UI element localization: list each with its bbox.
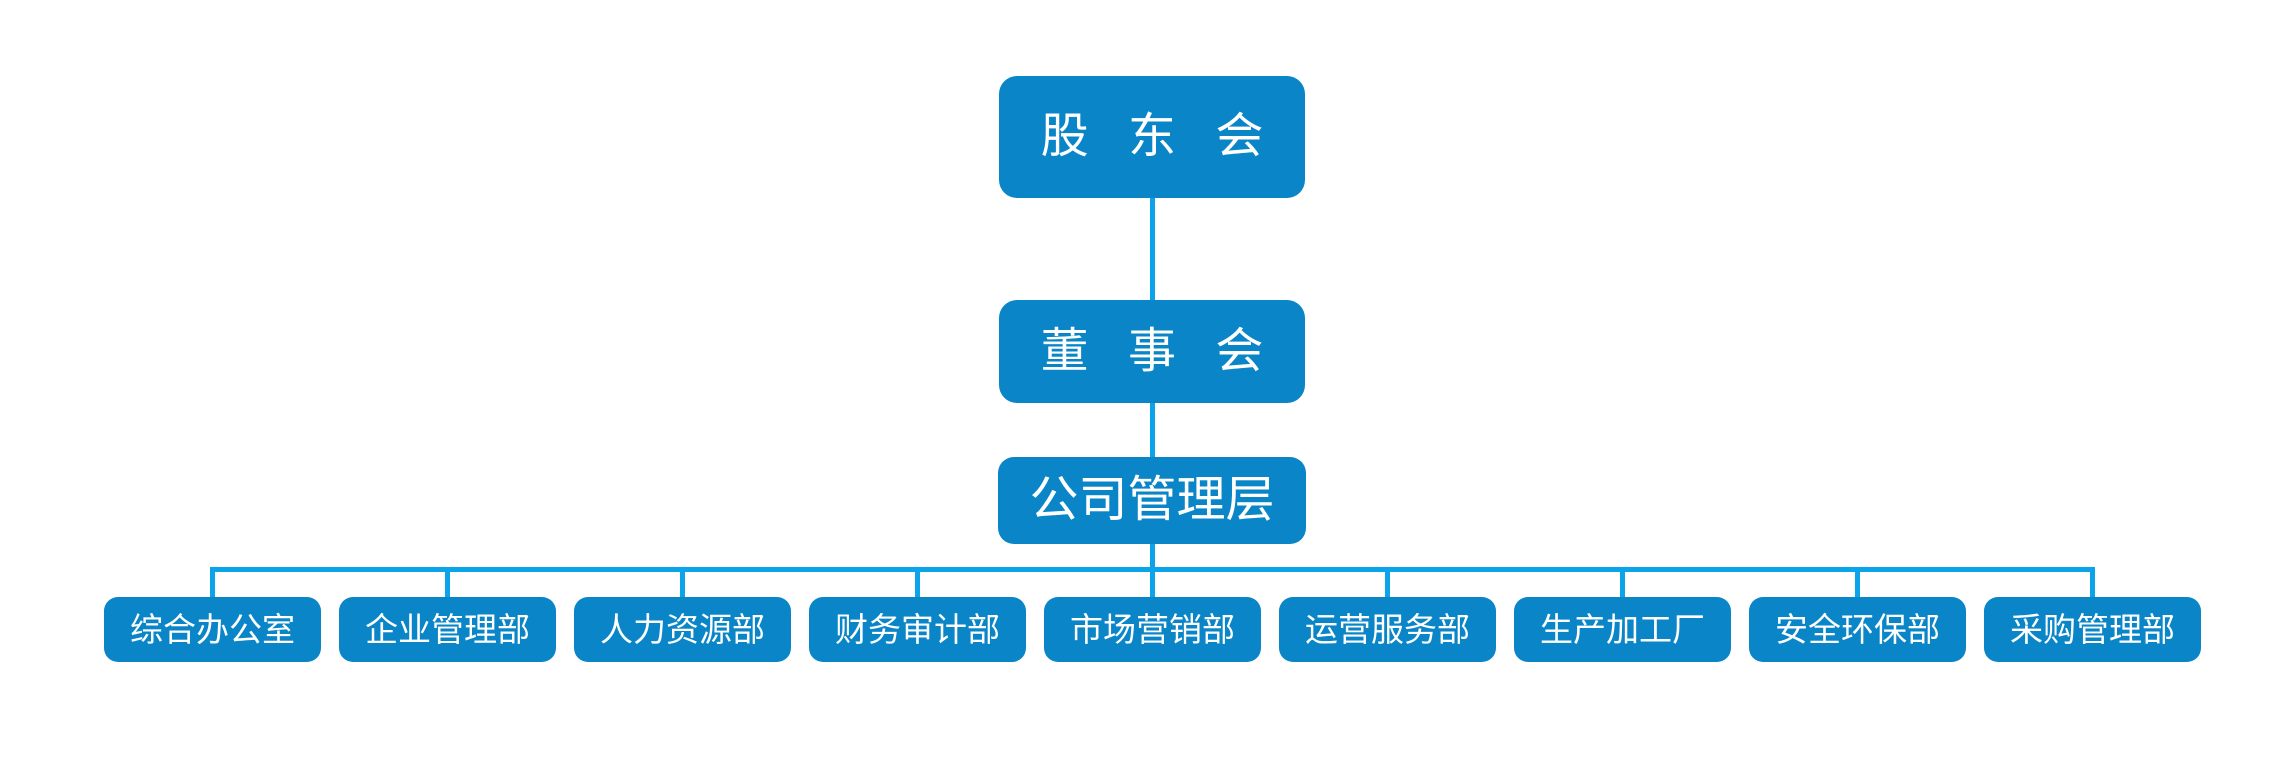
dept-node-9-label: 采购管理部 xyxy=(2010,611,2175,648)
connector-drop-6 xyxy=(1385,567,1390,597)
connector-drop-2 xyxy=(445,567,450,597)
dept-node-6-label: 运营服务部 xyxy=(1305,611,1470,648)
dept-node-2-label: 企业管理部 xyxy=(365,611,530,648)
dept-node-5-label: 市场营销部 xyxy=(1070,611,1235,648)
dept-node-1: 综合办公室 xyxy=(104,597,321,662)
dept-node-4: 财务审计部 xyxy=(809,597,1026,662)
connector-drop-7 xyxy=(1620,567,1625,597)
org-node-shareholders-label: 股 东 会 xyxy=(1040,110,1264,163)
dept-node-9: 采购管理部 xyxy=(1984,597,2201,662)
dept-node-6: 运营服务部 xyxy=(1279,597,1496,662)
dept-node-1-label: 综合办公室 xyxy=(130,611,295,648)
dept-node-3-label: 人力资源部 xyxy=(600,611,765,648)
connector-board-management xyxy=(1150,403,1155,457)
dept-node-3: 人力资源部 xyxy=(574,597,791,662)
dept-node-8-label: 安全环保部 xyxy=(1775,611,1940,648)
connector-shareholders-board xyxy=(1150,198,1155,300)
org-node-management: 公司管理层 xyxy=(998,457,1306,544)
dept-node-8: 安全环保部 xyxy=(1749,597,1966,662)
connector-drop-8 xyxy=(1855,567,1860,597)
dept-node-7: 生产加工厂 xyxy=(1514,597,1731,662)
connector-drop-1 xyxy=(210,567,215,597)
connector-drop-4 xyxy=(915,567,920,597)
connector-drop-5 xyxy=(1150,567,1155,597)
org-node-management-label: 公司管理层 xyxy=(1029,473,1275,527)
dept-node-5: 市场营销部 xyxy=(1044,597,1261,662)
org-node-board-label: 董 事 会 xyxy=(1040,324,1264,378)
org-node-shareholders: 股 东 会 xyxy=(999,76,1305,198)
connector-drop-9 xyxy=(2090,567,2095,597)
connector-drop-3 xyxy=(680,567,685,597)
dept-node-4-label: 财务审计部 xyxy=(835,611,1000,648)
dept-node-2: 企业管理部 xyxy=(339,597,556,662)
org-node-board: 董 事 会 xyxy=(999,300,1305,403)
dept-node-7-label: 生产加工厂 xyxy=(1540,611,1705,648)
